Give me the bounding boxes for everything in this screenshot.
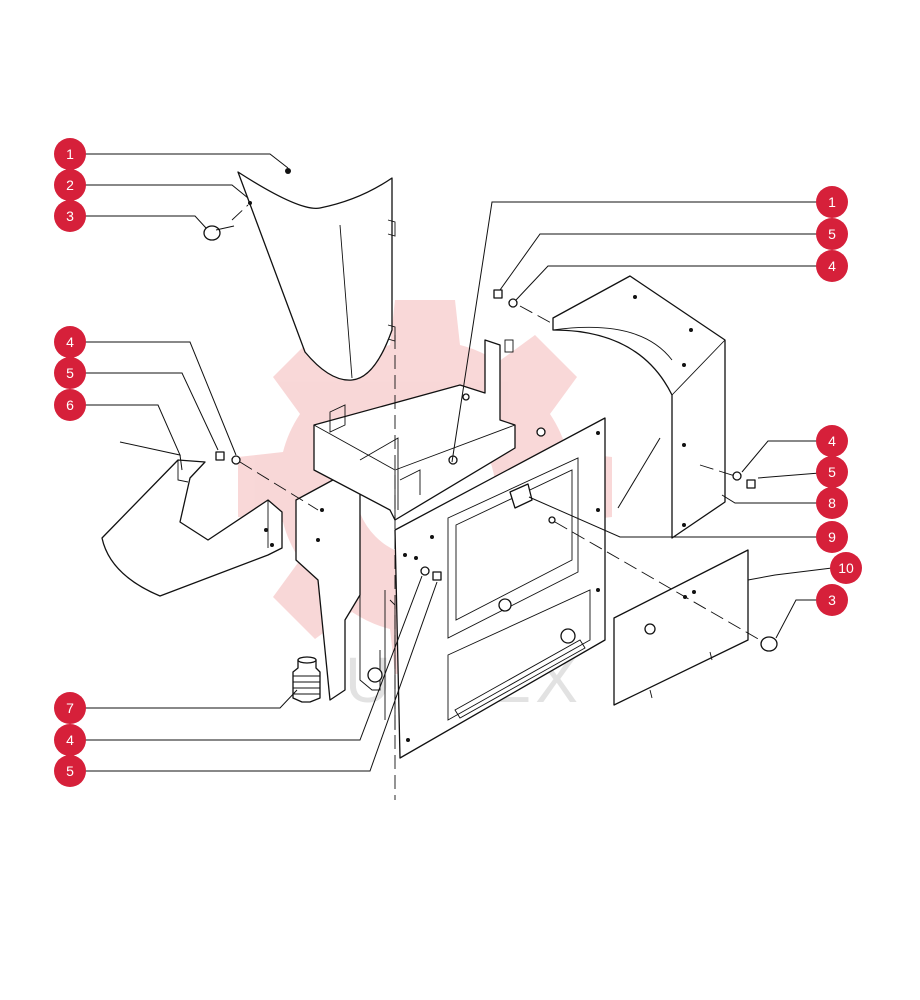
callout-label: 1 [828,194,836,210]
screw-front [432,571,442,581]
screw-top-left [285,168,291,174]
callout-circle [816,218,848,250]
callout-label: 2 [66,177,74,193]
callout-label: 5 [828,226,836,242]
callout-4: 4 [54,326,86,358]
callout-circle [830,552,862,584]
callout-circle [816,584,848,616]
callout-2: 2 [54,169,86,201]
callout-18: 3 [816,584,848,616]
callout-label: 5 [66,763,74,779]
screw-left [215,451,225,461]
callout-circle [816,521,848,553]
front-tray [101,459,283,597]
foot-part [292,656,321,703]
callout-circle [54,724,86,756]
callout-label: 3 [828,592,836,608]
callout-3: 3 [54,200,86,232]
callout-12: 4 [816,250,848,282]
callout-17: 10 [830,552,862,584]
callout-circle [54,169,86,201]
knob-right [760,636,778,652]
callout-13: 4 [816,425,848,457]
callout-9: 5 [54,755,86,787]
callout-15: 8 [816,487,848,519]
callout-circle [54,200,86,232]
washer-left [231,455,241,465]
access-panel [613,549,749,706]
fasteners [203,168,778,652]
callout-14: 5 [816,456,848,488]
callout-circle [54,692,86,724]
callout-5: 5 [54,357,86,389]
callout-circle [54,755,86,787]
callout-label: 9 [828,529,836,545]
callout-label: 4 [828,258,836,274]
callout-label: 4 [828,433,836,449]
callout-label: 4 [66,334,74,350]
callout-10: 1 [816,186,848,218]
callout-1: 1 [54,138,86,170]
washer-right [732,471,742,481]
callout-circle [816,456,848,488]
screw-right [746,479,756,489]
main-frame [295,339,606,759]
callout-label: 5 [828,464,836,480]
callout-circle [816,250,848,282]
callout-16: 9 [816,521,848,553]
callout-8: 4 [54,724,86,756]
callout-circle [54,326,86,358]
washer-front [420,566,430,576]
callout-label: 1 [66,146,74,162]
knob-left [203,225,221,241]
callout-circle [816,487,848,519]
callout-circle [816,186,848,218]
callout-label: 4 [66,732,74,748]
upper-chute-cover [237,171,396,381]
callout-label: 7 [66,700,74,716]
callout-label: 3 [66,208,74,224]
callout-circle [816,425,848,457]
callout-7: 7 [54,692,86,724]
screw-upper-right [493,289,503,299]
callout-label: 5 [66,365,74,381]
callout-label: 8 [828,495,836,511]
callout-circle [54,138,86,170]
callout-label: 10 [838,560,854,576]
washer-upper-right [508,298,518,308]
callout-circle [54,357,86,389]
callout-6: 6 [54,389,86,421]
assembly-lines [231,204,761,800]
right-side-housing [552,275,726,539]
callout-circle [54,389,86,421]
callout-label: 6 [66,397,74,413]
callout-11: 5 [816,218,848,250]
clip-part [509,483,533,509]
